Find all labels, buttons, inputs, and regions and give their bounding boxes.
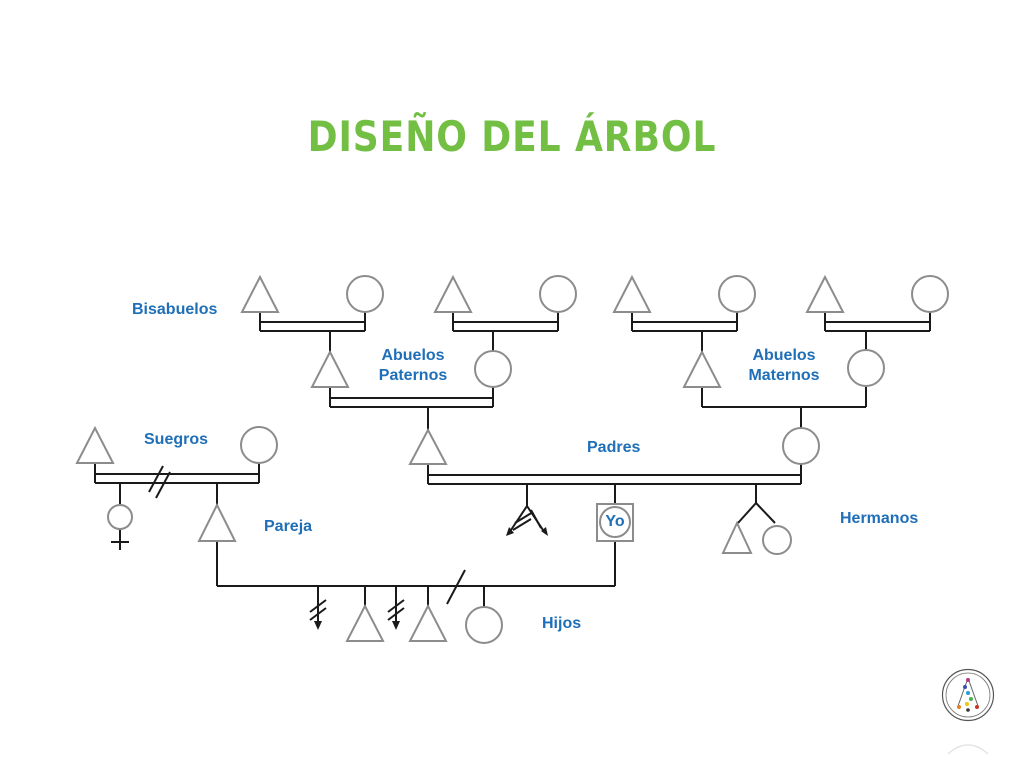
logo-emblem-icon [941, 668, 995, 722]
couple-line-bisabuelos-1 [259, 312, 366, 352]
female-circle-icon [762, 525, 792, 555]
couple-line-padres [427, 464, 802, 505]
female-circle-icon [782, 427, 820, 465]
female-circle-icon [718, 275, 756, 313]
male-triangle-icon [345, 603, 385, 642]
label-abuelos-maternos-line1: Abuelos [752, 347, 816, 364]
female-circle-icon [107, 504, 133, 530]
couple-line-bisabuelos-3 [631, 312, 738, 352]
male-triangle-icon [408, 427, 448, 465]
couple-line-suegros [94, 463, 260, 505]
arrow-icon [506, 527, 514, 536]
female-circle-icon [474, 350, 512, 388]
label-abuelos-paternos-line1: Abuelos [381, 347, 445, 364]
arrow-icon [392, 621, 400, 630]
female-circle-icon [847, 349, 885, 387]
male-triangle-icon [197, 502, 237, 542]
male-triangle-icon [310, 349, 350, 388]
female-circle-icon [240, 426, 278, 464]
label-bisabuelos: Bisabuelos [132, 301, 218, 318]
couple-line-pareja-yo [216, 541, 616, 605]
self-circle-icon [599, 506, 631, 538]
hijos-lines [309, 586, 485, 624]
page-title: DISEÑO DEL ÁRBOL [307, 112, 717, 161]
loss-marker-padres [508, 484, 546, 534]
female-circle-icon [539, 275, 577, 313]
label-abuelos-maternos: Abuelos Maternos [741, 346, 827, 386]
arrow-icon [314, 621, 322, 630]
label-suegros: Suegros [144, 431, 209, 448]
male-triangle-icon [240, 274, 280, 313]
twins-hermanos [737, 484, 776, 524]
label-pareja: Pareja [264, 518, 313, 535]
male-triangle-icon [721, 520, 753, 554]
female-circle-icon [465, 606, 503, 644]
label-abuelos-paternos: Abuelos Paternos [370, 346, 456, 386]
male-triangle-icon [408, 603, 448, 642]
label-hermanos: Hermanos [840, 510, 919, 527]
couple-line-abuelos-paternos [329, 387, 494, 430]
male-triangle-icon [682, 349, 722, 388]
couple-line-abuelos-maternos [701, 387, 867, 428]
arrow-icon [541, 527, 548, 536]
label-padres: Padres [587, 439, 641, 456]
couple-line-bisabuelos-4 [824, 312, 931, 352]
label-abuelos-maternos-line2: Maternos [748, 367, 820, 384]
male-triangle-icon [805, 274, 845, 313]
female-circle-icon [911, 275, 949, 313]
female-cross [111, 529, 129, 550]
label-hijos: Hijos [542, 615, 582, 632]
label-abuelos-paternos-line2: Paternos [378, 367, 448, 384]
logo-reflection [947, 744, 989, 755]
label-yo: Yo [605, 513, 625, 530]
couple-line-bisabuelos-2 [452, 312, 559, 352]
male-triangle-icon [75, 425, 115, 464]
male-triangle-icon [612, 274, 652, 313]
male-triangle-icon [433, 274, 473, 313]
female-circle-icon [346, 275, 384, 313]
